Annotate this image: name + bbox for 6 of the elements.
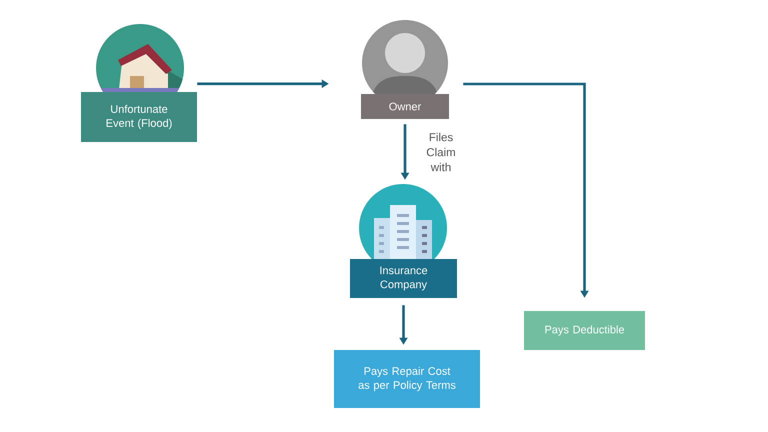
label-box: Insurance Company bbox=[350, 259, 457, 298]
label-box: Pays Repair Cost as per Policy Terms bbox=[334, 350, 480, 408]
label-box: Unfortunate Event (Flood) bbox=[81, 92, 197, 142]
edge-label: Files Claim with bbox=[426, 132, 455, 172]
label-box: Owner bbox=[361, 94, 449, 119]
label-box: Pays Deductible bbox=[524, 311, 645, 350]
